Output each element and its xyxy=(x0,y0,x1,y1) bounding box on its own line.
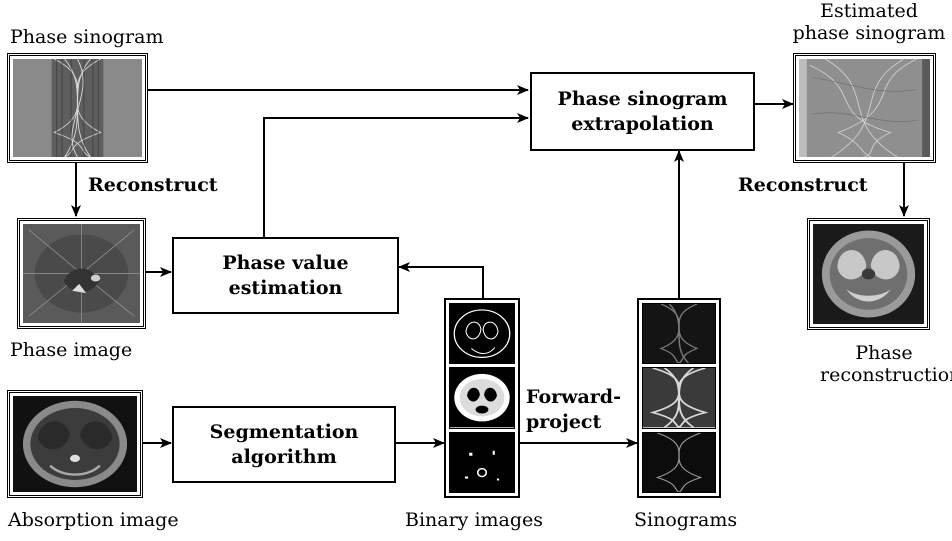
sinogram-3 xyxy=(642,431,716,493)
phase-sinogram-image xyxy=(7,53,148,163)
phase-reconstruction-image xyxy=(807,218,930,330)
binary-image-2 xyxy=(449,367,515,429)
phase-sinogram-extrapolation-box: Phase sinogram extrapolation xyxy=(530,72,755,151)
phase-recon-line2: reconstruction xyxy=(820,363,952,386)
estimated-label-line1: Estimated xyxy=(820,0,918,22)
extrapolation-line1: Phase sinogram xyxy=(557,87,728,110)
sinogram-2 xyxy=(642,367,716,429)
estimated-phase-sinogram-image xyxy=(793,53,936,163)
phase-sinogram-label: Phase sinogram xyxy=(10,26,164,48)
estimated-phase-sinogram-label: Estimated phase sinogram xyxy=(790,0,948,45)
phase-value-estimation-box: Phase value estimation xyxy=(172,237,399,314)
forward-line2: project xyxy=(526,410,602,433)
phase-value-line1: Phase value xyxy=(222,251,349,274)
phase-reconstruction-label: Phase reconstruction xyxy=(820,342,952,387)
forward-line1: Forward- xyxy=(526,386,621,408)
estimated-label-line2: phase sinogram xyxy=(792,21,946,44)
phase-image-label: Phase image xyxy=(10,339,133,361)
phase-image-image xyxy=(17,218,146,329)
phase-recon-line1: Phase xyxy=(855,342,913,364)
arrow-value-estimation-to-extrapolation xyxy=(263,113,529,237)
absorption-image-label: Absorption image xyxy=(8,509,179,531)
sinograms-stack xyxy=(637,298,721,498)
segmentation-line2: algorithm xyxy=(231,445,337,468)
sinogram-1 xyxy=(642,303,716,365)
extrapolation-line2: extrapolation xyxy=(571,112,714,135)
reconstruct-left-label: Reconstruct xyxy=(88,174,218,196)
segmentation-algorithm-box: Segmentation algorithm xyxy=(172,406,396,483)
sinograms-label: Sinograms xyxy=(634,509,738,531)
reconstruct-right-label: Reconstruct xyxy=(738,174,868,196)
binary-images-label: Binary images xyxy=(405,509,544,531)
binary-image-3 xyxy=(449,431,515,493)
binary-images-stack xyxy=(444,298,520,498)
phase-value-line2: estimation xyxy=(228,276,343,299)
arrow-binary-to-value-estimation xyxy=(398,262,484,298)
absorption-image-image xyxy=(7,390,143,498)
binary-image-1 xyxy=(449,303,515,365)
forward-project-label: Forward- project xyxy=(526,385,621,434)
segmentation-line1: Segmentation xyxy=(209,420,359,443)
